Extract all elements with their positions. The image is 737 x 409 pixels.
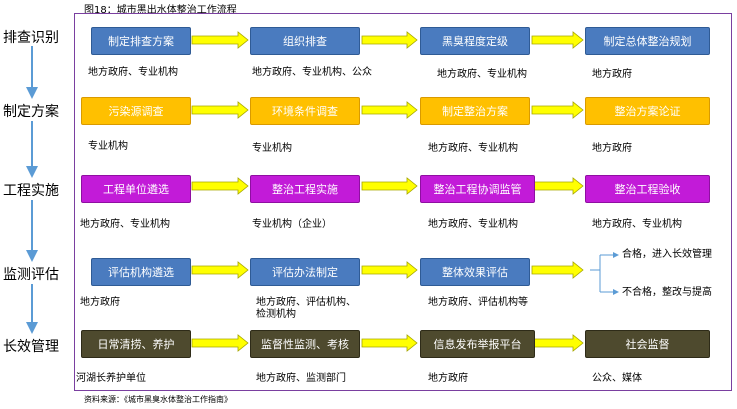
box-daily-maintenance: 日常清捞、养护	[81, 330, 191, 358]
actor-label: 专业机构	[252, 143, 292, 154]
box-implement-works: 整治工程实施	[250, 175, 360, 203]
actor-label: 地方政府、专业机构	[592, 219, 682, 230]
box-organize-survey: 组织排查	[250, 27, 360, 55]
box-overall-evaluation: 整体效果评估	[420, 258, 530, 286]
figure-title: 图18：城市黑出水体整治工作流程	[84, 5, 237, 16]
box-public-supervision: 社会监督	[585, 330, 710, 358]
stage-label-evaluate: 监测评估	[3, 267, 59, 283]
box-select-evaluator: 评估机构遴选	[91, 258, 191, 286]
outcome-pass: 合格，进入长效管理	[622, 249, 712, 260]
box-supervisory-monitoring: 监督性监测、考核	[250, 330, 360, 358]
box-plan-review: 整治方案论证	[585, 97, 710, 125]
box-make-remediation-plan: 制定整治方案	[420, 97, 530, 125]
actor-label: 地方政府	[592, 143, 632, 154]
actor-label: 专业机构	[88, 141, 128, 152]
actor-label: 地方政府、监测部门	[256, 373, 346, 384]
actor-label: 地方政府、评估机构、 检测机构	[256, 297, 356, 320]
actor-label: 地方政府、专业机构	[437, 69, 527, 80]
box-make-survey-plan: 制定排查方案	[91, 27, 191, 55]
actor-label: 专业机构（企业）	[252, 219, 332, 230]
outcome-fail: 不合格，整改与提高	[622, 287, 712, 298]
box-info-report-platform: 信息发布举报平台	[420, 330, 535, 358]
actor-label: 地方政府、专业机构	[88, 67, 178, 78]
box-coordinate-supervise: 整治工程协调监管	[420, 175, 535, 203]
actor-label: 地方政府	[592, 69, 632, 80]
stage-label-plan: 制定方案	[3, 104, 59, 120]
actor-label: 地方政府、专业机构	[428, 219, 518, 230]
outcome-branch	[590, 252, 619, 295]
actor-label: 地方政府、专业机构、公众	[252, 67, 372, 78]
actor-label: 公众、媒体	[592, 373, 642, 384]
source-note: 资料来源：《城市黑臭水体整治工作指南》	[84, 395, 232, 404]
stage-label-identify: 排查识别	[3, 30, 59, 46]
box-select-contractor: 工程单位遴选	[81, 175, 191, 203]
box-works-acceptance: 整治工程验收	[585, 175, 710, 203]
actor-label: 地方政府、专业机构	[428, 143, 518, 154]
box-pollution-survey: 污染源调查	[81, 97, 191, 125]
box-evaluation-method: 评估办法制定	[250, 258, 360, 286]
stage-label-implement: 工程实施	[3, 183, 59, 199]
actor-label: 地方政府	[80, 297, 120, 308]
actor-label: 地方政府、评估机构等	[428, 297, 528, 308]
actor-label: 河湖长养护单位	[76, 373, 146, 384]
actor-label: 地方政府	[428, 373, 468, 384]
diagram-frame	[74, 13, 732, 391]
box-environment-survey: 环境条件调查	[250, 97, 360, 125]
flow-arrows	[191, 31, 584, 352]
stage-label-maintain: 长效管理	[3, 339, 59, 355]
box-overall-plan: 制定总体整治规划	[585, 27, 710, 55]
box-grade-odor-level: 黑臭程度定级	[420, 27, 530, 55]
actor-label: 地方政府、专业机构	[80, 219, 170, 230]
